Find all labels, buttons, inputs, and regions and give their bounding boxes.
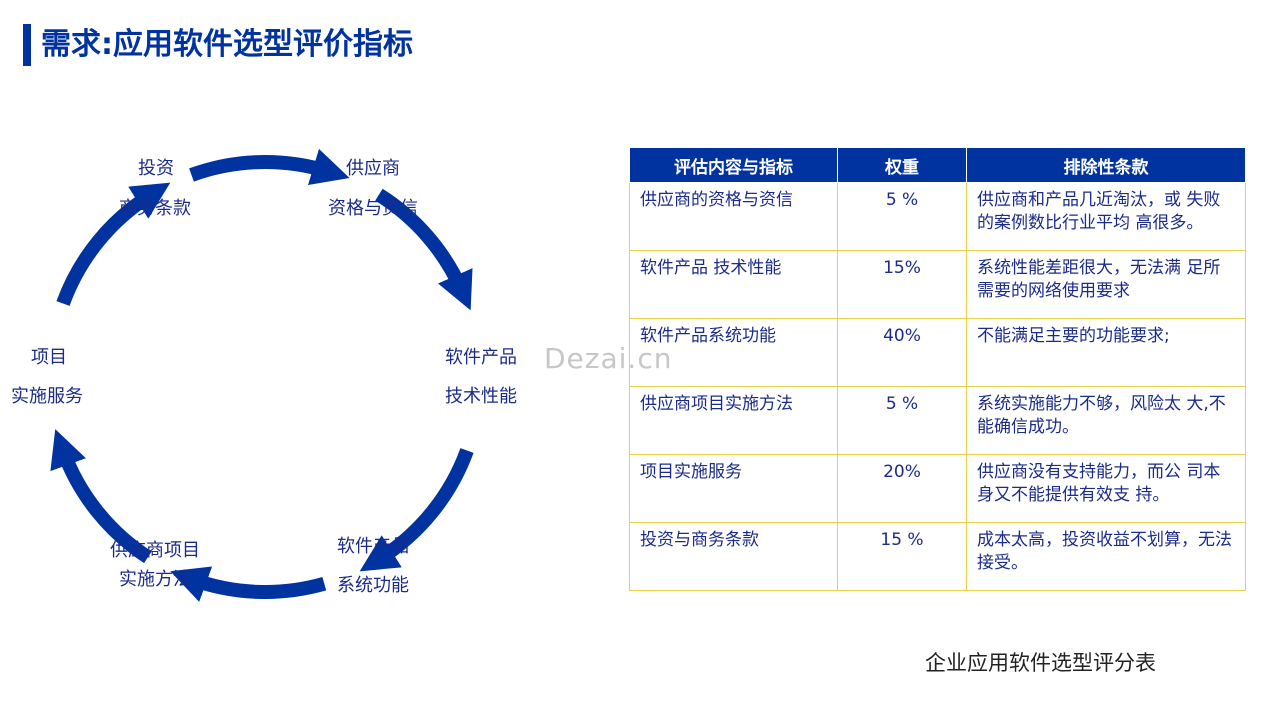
header-weight: 权重: [837, 147, 967, 183]
arrow-vendor-to-tech: [375, 188, 473, 311]
watermark: Dezai.cn: [544, 342, 673, 375]
cell-criteria: 软件产品 技术性能: [629, 250, 838, 319]
cell-weight: 5 %: [837, 182, 967, 251]
cell-weight: 40%: [837, 318, 967, 387]
header-exclusion: 排除性条款: [966, 147, 1246, 183]
arrow-function-to-method: [170, 566, 327, 602]
cycle-node-method-l2: 实施方法: [119, 569, 191, 590]
cell-exclusion: 供应商没有支持能力，而公 司本身又不能提供有效支 持。: [966, 454, 1246, 523]
table-row: 软件产品 技术性能 15% 系统性能差距很大，无法满 足所需要的网络使用要求: [629, 250, 1246, 319]
cycle-node-service-l2: 实施服务: [11, 386, 83, 407]
cycle-node-vendor-l2: 资格与资信: [328, 198, 418, 219]
table-row: 软件产品系统功能 40% 不能满足主要的功能要求;: [629, 318, 1246, 387]
cell-exclusion: 系统性能差距很大，无法满 足所需要的网络使用要求: [966, 250, 1246, 319]
evaluation-table: 评估内容与指标 权重 排除性条款 供应商的资格与资信 5 % 供应商和产品几近淘…: [629, 147, 1246, 591]
arrow-tech-to-function: [359, 448, 474, 572]
cycle-node-service-l1: 项目: [31, 347, 67, 368]
table-caption: 企业应用软件选型评分表: [925, 651, 1156, 675]
arrow-service-to-investment: [56, 182, 171, 306]
cell-weight: 15%: [837, 250, 967, 319]
cell-exclusion: 成本太高，投资收益不划算，无法接受。: [966, 522, 1246, 591]
table-row: 供应商项目实施方法 5 % 系统实施能力不够，风险太 大,不能确信成功。: [629, 386, 1246, 455]
arrow-investment-to-vendor: [189, 148, 350, 186]
cell-weight: 5 %: [837, 386, 967, 455]
cell-criteria: 软件产品系统功能: [629, 318, 838, 387]
cell-criteria: 供应商的资格与资信: [629, 182, 838, 251]
table-row: 项目实施服务 20% 供应商没有支持能力，而公 司本身又不能提供有效支 持。: [629, 454, 1246, 523]
cell-weight: 15 %: [837, 522, 967, 591]
cell-criteria: 项目实施服务: [629, 454, 838, 523]
table-row: 投资与商务条款 15 % 成本太高，投资收益不划算，无法接受。: [629, 522, 1246, 591]
arrow-method-to-service: [50, 429, 152, 564]
cell-criteria: 投资与商务条款: [629, 522, 838, 591]
cycle-node-method-l1: 供应商项目: [110, 540, 200, 561]
cell-exclusion: 系统实施能力不够，风险太 大,不能确信成功。: [966, 386, 1246, 455]
cycle-node-investment-l1: 投资: [138, 158, 174, 179]
cycle-node-vendor-l1: 供应商: [346, 158, 400, 179]
cell-criteria: 供应商项目实施方法: [629, 386, 838, 455]
table-header-row: 评估内容与指标 权重 排除性条款: [629, 147, 1246, 183]
cycle-diagram: [50, 148, 474, 602]
cell-exclusion: 供应商和产品几近淘汰，或 失败的案例数比行业平均 高很多。: [966, 182, 1246, 251]
cycle-node-investment-l2: 商务条款: [119, 198, 191, 219]
cell-weight: 20%: [837, 454, 967, 523]
page-title: 需求:应用软件选型评价指标: [41, 27, 413, 62]
header-criteria: 评估内容与指标: [629, 147, 838, 183]
cycle-node-function-l1: 软件产品: [337, 536, 409, 557]
table-row: 供应商的资格与资信 5 % 供应商和产品几近淘汰，或 失败的案例数比行业平均 高…: [629, 182, 1246, 251]
title-accent-bar: [23, 24, 31, 66]
cell-exclusion: 不能满足主要的功能要求;: [966, 318, 1246, 387]
cycle-node-tech-l2: 技术性能: [445, 386, 517, 407]
cycle-node-function-l2: 系统功能: [337, 575, 409, 596]
cycle-node-tech-l1: 软件产品: [445, 347, 517, 368]
cycle-arrows: [50, 148, 474, 602]
